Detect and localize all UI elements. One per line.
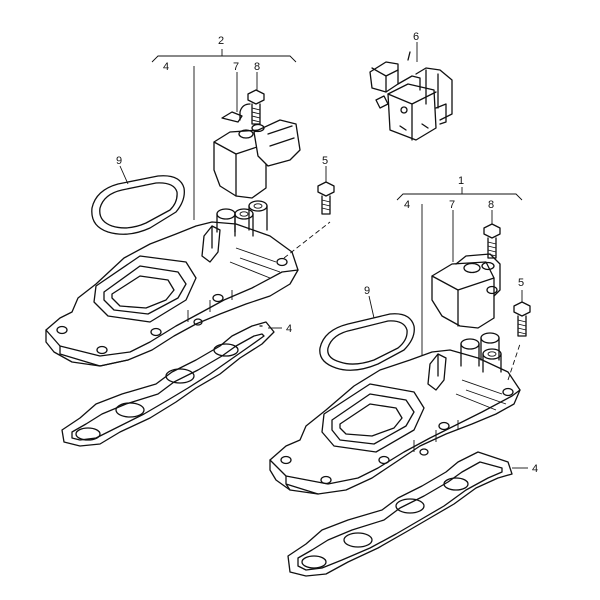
right-intake-manifold (269, 332, 521, 495)
right-screw (513, 290, 531, 337)
right-upper-gasket (319, 295, 415, 371)
callout-left-8: 8 (254, 61, 260, 73)
callout-1: 1 (458, 175, 464, 187)
callout-right-9: 9 (364, 285, 370, 297)
callout-left-7: 7 (233, 61, 239, 73)
left-lower-gasket (61, 321, 282, 447)
right-assembly-bracket (396, 193, 523, 201)
callout-left-9: 9 (116, 155, 122, 167)
left-actuator-motor (213, 72, 301, 199)
left-intake-manifold (45, 200, 299, 367)
left-assembly-bracket (151, 55, 297, 63)
callout-right-4: 4 (404, 199, 410, 211)
callout-right-7: 7 (449, 199, 455, 211)
left-upper-gasket (91, 165, 185, 235)
callout-right-8: 8 (488, 199, 494, 211)
callout-right-gasket-4: 4 (532, 463, 538, 475)
right-bolt (483, 210, 501, 259)
callout-right-5: 5 (518, 277, 524, 289)
callout-left-5: 5 (322, 155, 328, 167)
callout-left-4: 4 (163, 61, 169, 73)
callout-left-gasket-4: 4 (286, 323, 292, 335)
left-assembly: 2 4 7 8 9 5 4 (45, 35, 335, 447)
right-assembly: 1 4 7 8 9 5 4 (269, 175, 538, 577)
right-actuator-motor (431, 210, 501, 329)
bracket-part-6: 6 (369, 31, 453, 141)
right-lower-gasket (287, 451, 528, 577)
callout-6: 6 (413, 31, 419, 43)
left-screw (317, 166, 335, 215)
callout-2: 2 (218, 35, 224, 47)
left-bolt (247, 72, 265, 125)
